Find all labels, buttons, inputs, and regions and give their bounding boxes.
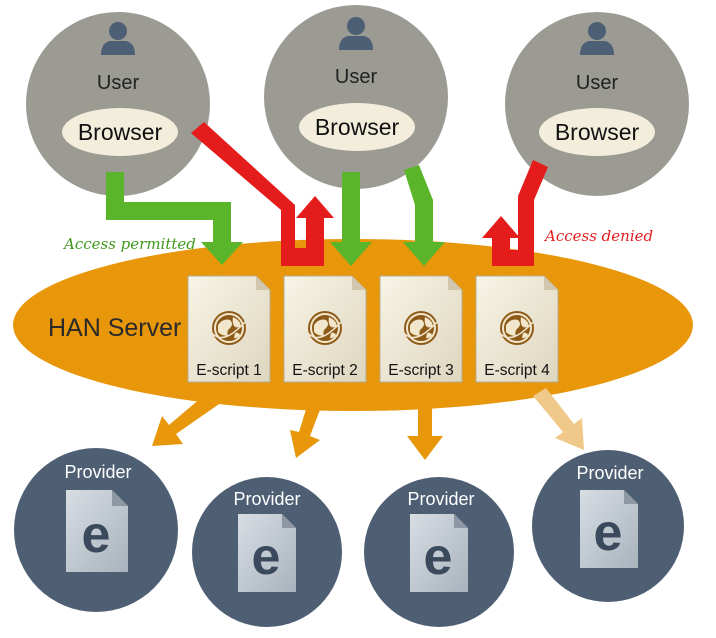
provider-node-4: Provider e xyxy=(532,450,684,602)
user-node-2: User Browser xyxy=(264,5,448,189)
e-script-2: E-script 2 xyxy=(283,275,367,383)
e-document-icon: e xyxy=(410,514,468,592)
provider-arrow-1 xyxy=(152,392,222,446)
e-document-icon: e xyxy=(580,490,638,568)
server-label: HAN Server xyxy=(48,314,181,342)
svg-text:e: e xyxy=(82,506,111,564)
browser-pill xyxy=(539,108,655,156)
user-circle xyxy=(26,12,210,196)
user-node-3: User Browser xyxy=(505,12,689,196)
provider-label: Provider xyxy=(64,462,131,482)
provider-label: Provider xyxy=(233,489,300,509)
globe-document-icon xyxy=(499,310,535,346)
e-script-label: E-script 1 xyxy=(196,362,261,379)
user-circle xyxy=(264,5,448,189)
browser-label: Browser xyxy=(555,119,640,145)
user-label: User xyxy=(335,66,378,88)
provider-label: Provider xyxy=(576,463,643,483)
access-permitted-note: Access permitted xyxy=(62,235,196,253)
e-script-3: E-script 3 xyxy=(379,275,463,383)
e-script-1: E-script 1 xyxy=(187,275,271,383)
svg-text:e: e xyxy=(424,528,453,586)
access-denied-note: Access denied xyxy=(543,227,653,245)
denied-arrow-2 xyxy=(482,160,548,266)
browser-pill xyxy=(62,108,178,156)
user-node-1: User Browser xyxy=(26,12,210,196)
svg-text:e: e xyxy=(252,528,281,586)
provider-arrow-4 xyxy=(533,388,584,450)
e-script-label: E-script 4 xyxy=(484,362,550,379)
browser-label: Browser xyxy=(78,119,163,145)
user-circle xyxy=(505,12,689,196)
globe-document-icon xyxy=(307,310,343,346)
denied-arrow-1 xyxy=(191,122,334,266)
user-label: User xyxy=(97,72,140,94)
e-document-icon: e xyxy=(238,514,296,592)
e-script-4: E-script 4 xyxy=(475,275,559,383)
browser-label: Browser xyxy=(315,114,400,140)
permitted-arrow-3 xyxy=(403,165,445,266)
globe-document-icon xyxy=(403,310,439,346)
permitted-arrow-2 xyxy=(330,172,372,266)
user-label: User xyxy=(576,72,619,94)
svg-text:e: e xyxy=(594,504,623,562)
e-document-icon: e xyxy=(66,490,128,572)
provider-arrow-3 xyxy=(407,390,443,460)
e-script-label: E-script 2 xyxy=(292,362,357,379)
globe-document-icon xyxy=(211,310,247,346)
provider-label: Provider xyxy=(407,489,474,509)
provider-node-2: Provider e xyxy=(192,477,342,627)
permitted-arrow-1 xyxy=(106,172,243,265)
provider-node-3: Provider e xyxy=(364,477,514,627)
provider-arrow-2 xyxy=(290,390,326,458)
browser-pill xyxy=(299,103,415,151)
e-script-label: E-script 3 xyxy=(388,362,453,379)
provider-node-1: Provider e xyxy=(14,448,178,612)
